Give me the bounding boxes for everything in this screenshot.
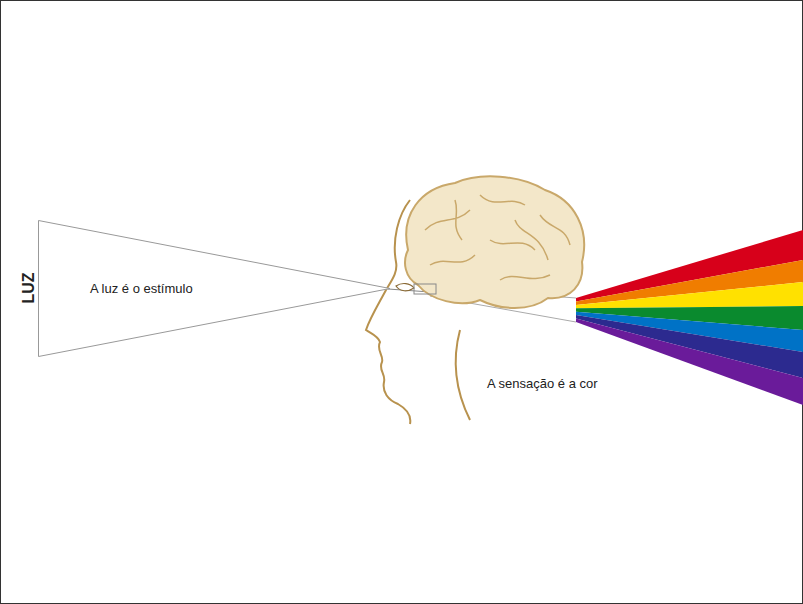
stimulus-text: A luz é o estímulo (90, 281, 193, 296)
light-label: LUZ (20, 272, 38, 303)
light-triangle: A luz é o estímulo (38, 220, 390, 357)
sensation-text: A sensação é a cor (487, 376, 598, 391)
